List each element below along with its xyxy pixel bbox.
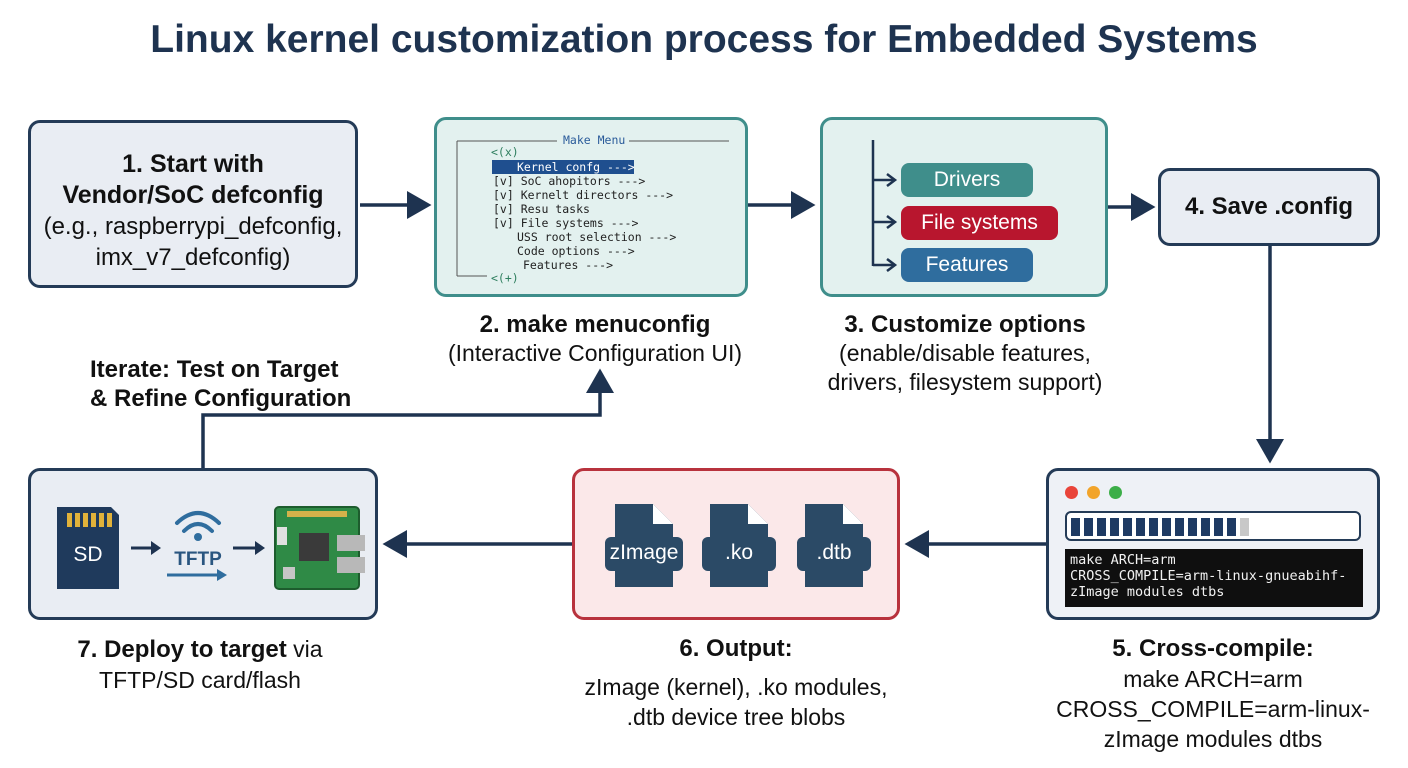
- deploy-box: SD TFTP: [28, 468, 378, 620]
- step3-sub2: drivers, filesystem support): [827, 369, 1103, 395]
- terminal-line-3: zImage modules dtbs: [1070, 584, 1225, 600]
- menu-frame: [456, 140, 729, 277]
- terminal-window: make ARCH=arm CROSS_COMPILE=arm-linux-gn…: [1046, 468, 1380, 620]
- step3-caption: 3. Customize options (enable/disable fea…: [790, 310, 1140, 397]
- step7-line2: TFTP/SD card/flash: [99, 667, 301, 693]
- menu-item-kernel-config[interactable]: Kernel confg --->: [517, 160, 635, 174]
- menu-item-soc[interactable]: [v] SoC ahopitors --->: [493, 174, 646, 188]
- menu-bottom-marker: <(+): [491, 271, 519, 285]
- compile-progress-bar: [1065, 511, 1361, 541]
- save-config-box: 4. Save .config: [1158, 168, 1380, 246]
- step6-label: 6. Output:: [679, 635, 793, 662]
- menu-item-uss-root[interactable]: USS root selection --->: [517, 230, 677, 244]
- menu-item-features[interactable]: Features --->: [523, 258, 614, 272]
- iterate-line2: & Refine Configuration: [90, 385, 352, 412]
- step2-caption: 2. make menuconfig (Interactive Configur…: [420, 310, 770, 368]
- menu-item-resu-tasks[interactable]: [v] Resu tasks: [493, 202, 590, 216]
- step7-label: 7. Deploy to target: [77, 636, 287, 663]
- menu-item-file-systems[interactable]: [v] File systems --->: [493, 216, 639, 230]
- menuconfig-box: Make Menu <(x) Kernel confg ---> [v] SoC…: [434, 117, 748, 297]
- step6-line1: zImage (kernel), .ko modules,: [584, 674, 888, 700]
- option-file-systems[interactable]: File systems: [901, 206, 1058, 240]
- output-box: zImage .ko .dtb: [572, 468, 900, 620]
- tftp-label: TFTP: [174, 549, 222, 570]
- step3-label: 3. Customize options: [844, 311, 1086, 338]
- step7-label-suffix: via: [286, 636, 323, 662]
- iterate-line1: Iterate: Test on Target: [90, 356, 339, 383]
- step6-caption: 6. Output: zImage (kernel), .ko modules,…: [550, 634, 922, 732]
- terminal-line-1: make ARCH=arm: [1070, 552, 1176, 568]
- terminal-output: make ARCH=arm CROSS_COMPILE=arm-linux-gn…: [1065, 549, 1363, 607]
- step3-sub1: (enable/disable features,: [839, 340, 1091, 366]
- sd-card-icon: [57, 507, 119, 589]
- step1-subtitle: Vendor/SoC defconfig: [62, 181, 324, 209]
- step4-label: 4. Save .config: [1184, 193, 1354, 220]
- menu-item-code-options[interactable]: Code options --->: [517, 244, 635, 258]
- sd-label: SD: [73, 543, 103, 566]
- menu-header: Make Menu: [563, 133, 626, 147]
- close-dot-icon: [1065, 486, 1078, 499]
- step2-sub: (Interactive Configuration UI): [447, 340, 742, 366]
- step1-box: 1. Start with Vendor/SoC defconfig (e.g.…: [28, 120, 358, 288]
- deploy-illustration: [57, 506, 365, 590]
- diagram-title: Linux kernel customization process for E…: [150, 18, 1258, 61]
- step5-label: 5. Cross-compile:: [1112, 635, 1314, 662]
- iterate-label: Iterate: Test on Target & Refine Configu…: [90, 355, 390, 413]
- step1-title: 1. Start with: [122, 150, 264, 178]
- menu-top-marker: <(x): [491, 145, 519, 159]
- progress-segments: [1071, 518, 1249, 536]
- arrow-iterate: [201, 368, 614, 468]
- maximize-dot-icon: [1109, 486, 1122, 499]
- option-drivers[interactable]: Drivers: [901, 163, 1033, 197]
- minimize-dot-icon: [1087, 486, 1100, 499]
- board-icon: [274, 506, 365, 590]
- step6-line2: .dtb device tree blobs: [626, 704, 846, 730]
- step5-line3: zImage modules dtbs: [1103, 726, 1323, 752]
- wifi-icon: [175, 511, 221, 533]
- step5-caption: 5. Cross-compile: make ARCH=arm CROSS_CO…: [1040, 634, 1386, 754]
- terminal-line-2: CROSS_COMPILE=arm-linux-gnueabihf-: [1070, 568, 1347, 584]
- step1-example: (e.g., raspberrypi_defconfig,: [43, 213, 343, 240]
- step5-line1: make ARCH=arm: [1123, 666, 1303, 692]
- file-icons: [605, 504, 871, 587]
- options-tree: [871, 140, 898, 272]
- step5-line2: CROSS_COMPILE=arm-linux-: [1056, 696, 1370, 722]
- option-features[interactable]: Features: [901, 248, 1033, 282]
- step2-label: 2. make menuconfig: [479, 311, 711, 338]
- file-ko: .ko: [724, 541, 753, 564]
- options-box: Drivers File systems Features: [820, 117, 1108, 297]
- file-zimage: zImage: [609, 541, 679, 564]
- step7-caption: 7. Deploy to target via TFTP/SD card/fla…: [20, 634, 380, 696]
- file-dtb: .dtb: [816, 541, 852, 564]
- step1-example-2: imx_v7_defconfig): [95, 244, 291, 271]
- menu-item-kernel-directors[interactable]: [v] Kernelt directors --->: [493, 188, 674, 202]
